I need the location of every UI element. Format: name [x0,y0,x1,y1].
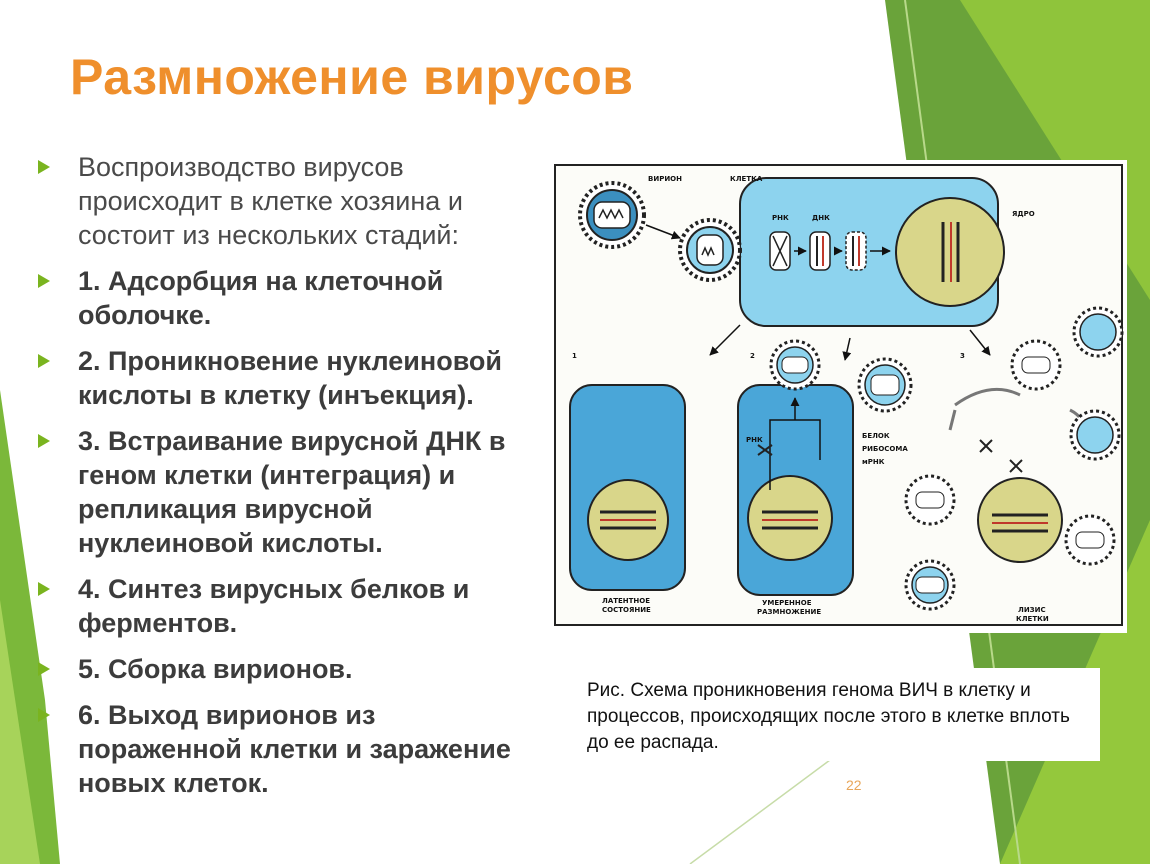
bullet-list: Воспроизводство вирусов происходит в кле… [38,150,538,812]
label-n3: 3 [960,352,965,360]
bullet-text: 2. Проникновение нуклеиновой кислоты в к… [78,346,503,410]
bullet-arrow-icon [38,354,50,368]
label-lysis-2: КЛЕТКИ [1016,615,1049,623]
label-dnk: ДНК [812,214,830,222]
label-lysis-1: ЛИЗИС [1018,606,1046,614]
label-virion: ВИРИОН [648,175,682,183]
bullet-text: 6. Выход вирионов из пораженной клетки и… [78,700,511,798]
bullet-text: 1. Адсорбция на клеточной оболочке. [78,266,444,330]
label-protein: БЕЛОК [862,432,890,440]
label-n2: 2 [750,352,755,360]
bullet-arrow-icon [38,274,50,288]
released-virion-icon [857,357,913,413]
budding-virion-icon [769,339,821,391]
virus-scheme-diagram: ВИРИОН КЛЕТКА РНК ДНК ЯДРО 1 2 3 ЛАТЕНТН… [554,164,1124,626]
bullet-item: 6. Выход вирионов из пораженной клетки и… [38,698,538,800]
bullet-item: Воспроизводство вирусов происходит в кле… [38,150,538,252]
page-number: 22 [846,777,862,793]
lysis-virion-icon [1069,409,1121,461]
bullet-item: 2. Проникновение нуклеиновой кислоты в к… [38,344,538,412]
label-moderate-2: РАЗМНОЖЕНИЕ [757,608,821,616]
virion-icon [578,181,646,249]
bullet-arrow-icon [38,708,50,722]
bullet-item: 1. Адсорбция на клеточной оболочке. [38,264,538,332]
label-rnk-2: РНК [746,436,763,444]
label-mrnk: мРНК [862,458,885,466]
bullet-item: 5. Сборка вирионов. [38,652,538,686]
lysis-virion-icon [1064,514,1116,566]
label-cell: КЛЕТКА [730,175,763,183]
figure-caption: Рис. Схема проникновения генома ВИЧ в кл… [575,668,1100,761]
lysis-virion-icon [1010,339,1062,391]
bullet-arrow-icon [38,582,50,596]
bullet-text: 4. Синтез вирусных белков и ферментов. [78,574,470,638]
bullet-arrow-icon [38,434,50,448]
bullet-text: 5. Сборка вирионов. [78,654,353,684]
label-rnk: РНК [772,214,789,222]
lysis-virion-icon [904,559,956,611]
label-ribosome: РИБОСОМА [862,445,908,453]
attaching-virion-icon [678,218,742,282]
bullet-text: 3. Встраивание вирусной ДНК в геном клет… [78,426,506,558]
bullet-item: 4. Синтез вирусных белков и ферментов. [38,572,538,640]
label-nucleus: ЯДРО [1012,210,1035,218]
bullet-text: Воспроизводство вирусов происходит в кле… [78,152,463,250]
bullet-arrow-icon [38,160,50,174]
label-latent-1: ЛАТЕНТНОЕ [602,597,650,605]
slide-title: Размножение вирусов [70,49,634,105]
lysis-virion-icon [904,474,956,526]
virus-scheme-figure: ВИРИОН КЛЕТКА РНК ДНК ЯДРО 1 2 3 ЛАТЕНТН… [550,160,1127,633]
label-latent-2: СОСТОЯНИЕ [602,606,651,614]
lysis-virion-icon [1072,306,1124,358]
label-moderate-1: УМЕРЕННОЕ [762,599,812,607]
label-n1: 1 [572,352,577,360]
bullet-item: 3. Встраивание вирусной ДНК в геном клет… [38,424,538,560]
bullet-arrow-icon [38,662,50,676]
